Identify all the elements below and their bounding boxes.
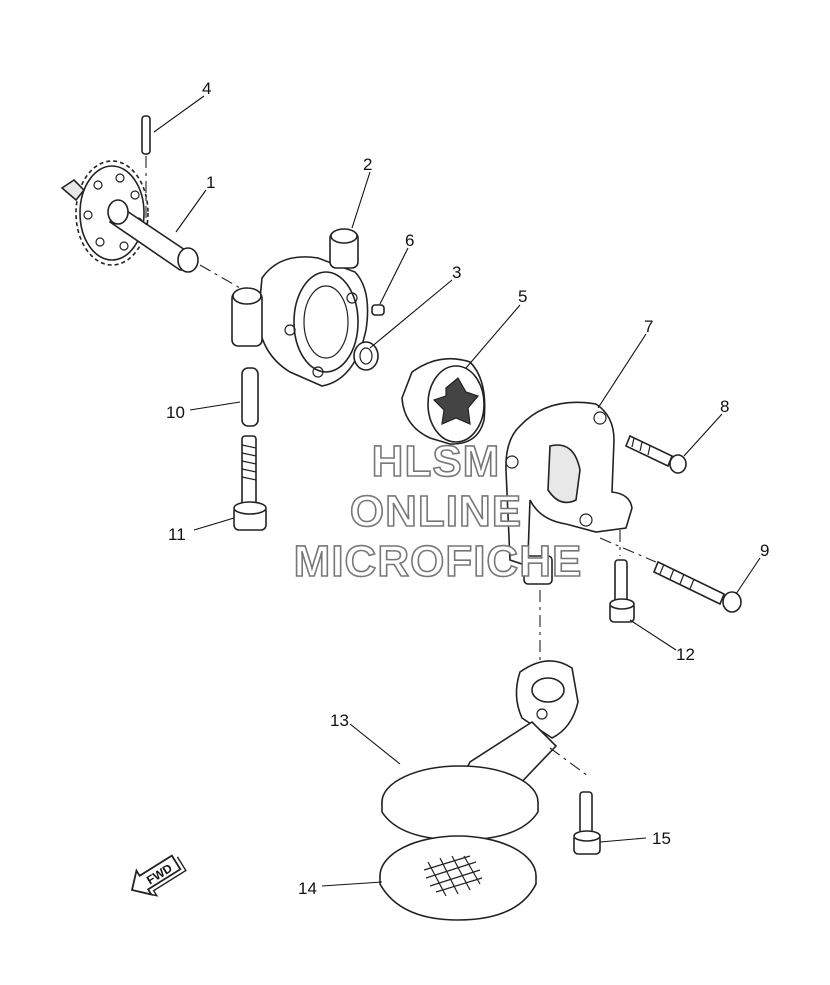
callout-11: 11 [168, 525, 186, 544]
callout-15: 15 [652, 829, 671, 848]
part-10-pin[interactable] [241, 367, 259, 427]
callout-1: 1 [206, 173, 215, 192]
watermark-line-1: HLSM [372, 437, 501, 486]
callout-9: 9 [760, 541, 769, 560]
callout-4: 4 [202, 79, 211, 98]
watermark-line-2: ONLINE [350, 487, 522, 536]
callout-numbers: 1 2 3 4 5 6 7 8 9 10 11 12 13 14 15 [166, 79, 769, 898]
callout-7: 7 [644, 317, 653, 336]
callout-10: 10 [166, 403, 185, 422]
callout-6: 6 [405, 231, 414, 250]
leader-lines [153, 95, 761, 887]
watermark: HLSM ONLINE MICROFICHE [293, 436, 583, 587]
part-3-o-ring[interactable] [353, 341, 379, 371]
callout-12: 12 [676, 645, 695, 664]
part-14-strainer-screen[interactable] [379, 835, 537, 921]
part-11-bolt[interactable] [233, 435, 267, 531]
part-12-bolt[interactable] [609, 530, 635, 623]
callout-13: 13 [330, 711, 349, 730]
part-4-pin[interactable] [141, 115, 151, 225]
callout-3: 3 [452, 263, 461, 282]
part-5-rotor[interactable] [401, 357, 486, 445]
callout-14: 14 [298, 879, 317, 898]
callout-5: 5 [518, 287, 527, 306]
callout-8: 8 [720, 397, 729, 416]
callout-2: 2 [363, 155, 372, 174]
part-9-bolt[interactable] [599, 537, 742, 613]
part-8-bolt[interactable] [624, 434, 687, 474]
part-1-drive-shaft[interactable] [60, 160, 241, 289]
part-15-bolt[interactable] [573, 791, 601, 855]
part-6-dowel[interactable] [371, 304, 385, 316]
part-7-pump-cover[interactable] [505, 401, 633, 660]
part-2-pump-housing[interactable] [231, 228, 369, 387]
watermark-line-3: MICROFICHE [294, 537, 583, 586]
